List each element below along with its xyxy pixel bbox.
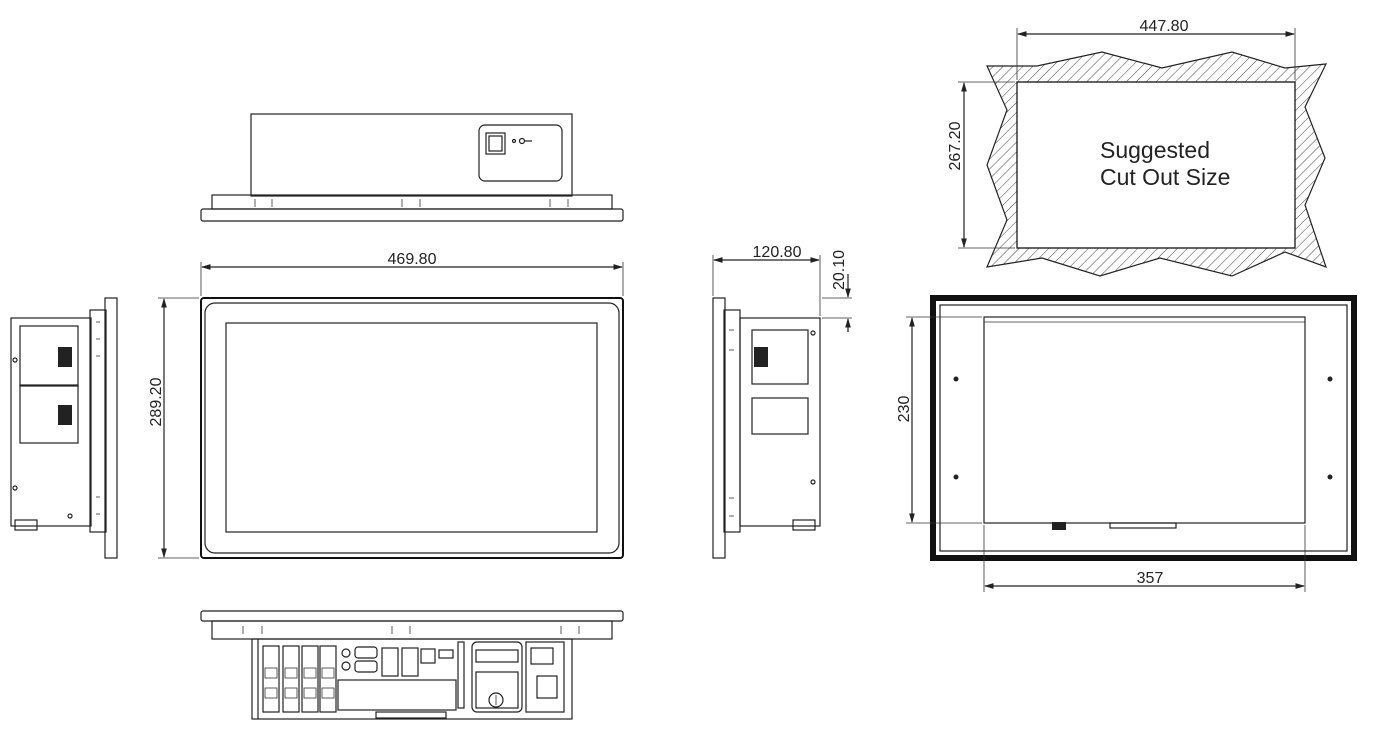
front-view: [200, 297, 624, 559]
dimension-rear-height: 230: [896, 316, 982, 524]
dimension-bezel: 20.10: [822, 250, 852, 332]
cutout-height-label: 267.20: [947, 121, 964, 170]
bezel-depth-label: 20.10: [831, 250, 848, 290]
rear-width-label: 357: [1137, 570, 1164, 587]
left-side-view: [10, 297, 118, 559]
cutout-width-label: 447.80: [1140, 18, 1189, 35]
bottom-view: [200, 610, 624, 720]
rear-view: [930, 295, 1357, 561]
front-height-label: 289.20: [148, 377, 165, 426]
dimension-height-front: 289.20: [148, 297, 199, 559]
dimension-width-front: 469.80: [200, 251, 624, 296]
top-view-width-label: 469.80: [388, 251, 437, 268]
cutout-title-line1: Suggested: [1100, 137, 1210, 163]
right-side-view: [712, 297, 821, 559]
dimension-depth: 120.80: [712, 244, 821, 316]
dimension-cutout-height: 267.20: [947, 81, 1015, 249]
dimension-cutout-width: 447.80: [1016, 18, 1296, 80]
side-depth-label: 120.80: [753, 244, 802, 261]
top-view: [200, 113, 624, 222]
lan-port-block: [262, 645, 337, 713]
rear-height-label: 230: [896, 396, 913, 423]
cutout-title-line2: Cut Out Size: [1100, 164, 1230, 190]
dimension-rear-width: 357: [983, 525, 1306, 592]
cutout-view: Suggested Cut Out Size: [986, 51, 1328, 277]
